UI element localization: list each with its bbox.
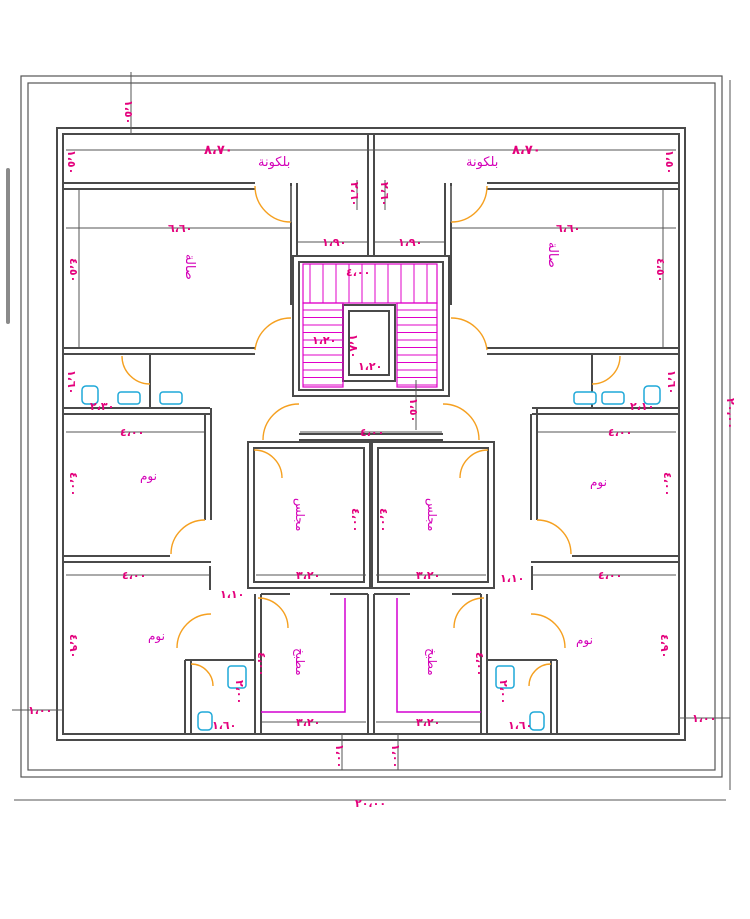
dim-majlis-width-right: ٣،٢٠ bbox=[416, 569, 440, 582]
label-bedroom-bottom-right: نوم bbox=[576, 633, 593, 648]
label-hall-right: صالة bbox=[545, 242, 560, 268]
dim-overall-width: ٢٠،٠٠ bbox=[355, 797, 386, 810]
dim-balcony-width-left: ٨،٧٠ bbox=[204, 143, 233, 158]
dim-wc-width-left: ٢،٠٠ bbox=[233, 680, 246, 704]
dim-stair-a: ١،٢٠ bbox=[312, 334, 336, 347]
stair-well-inner bbox=[348, 310, 390, 376]
label-balcony-left: بلكونة bbox=[258, 155, 290, 170]
dim-bath-width-right: ٢،١٠ bbox=[630, 400, 654, 413]
dim-bath-width-left: ٢،٣٠ bbox=[90, 400, 114, 413]
label-kitchen-right: مطبخ bbox=[425, 648, 439, 676]
label-majlis-left: مجلس bbox=[292, 498, 307, 531]
dim-gap-right: ١،١٠ bbox=[500, 572, 524, 585]
label-bedroom-bottom-left: نوم bbox=[148, 629, 165, 644]
majlis-left-walls bbox=[247, 441, 371, 589]
dim-balcony-depth-right: ١،٥٠ bbox=[663, 150, 676, 174]
dim-bath-depth-left: ١،٦٠ bbox=[65, 370, 78, 394]
kitchen-counter-right bbox=[396, 598, 481, 713]
dim-corridor-right: ١،٩٠ bbox=[398, 236, 422, 249]
bath-fixtures bbox=[81, 385, 661, 731]
label-bedroom-top-right: نوم bbox=[590, 475, 607, 490]
stair-block-inner bbox=[298, 261, 444, 391]
dim-balcony-inner-left: ٢،٦٠ bbox=[348, 182, 361, 206]
dim-majlis-depth-left: ٤،٠٠ bbox=[349, 508, 362, 532]
majlis-right-walls-inner bbox=[377, 447, 489, 583]
label-kitchen-left: مطبخ bbox=[293, 648, 307, 676]
dim-bed2-width-left: ٤،٠٠ bbox=[122, 569, 146, 582]
dim-hall-width-left: ٦،٦٠ bbox=[168, 222, 192, 235]
dim-kitchen-depth-left: ٤،٠٠ bbox=[255, 652, 268, 676]
dim-hall-depth-right: ٤،٥٠ bbox=[654, 258, 667, 282]
dim-kitchen-width-left: ٣،٢٠ bbox=[296, 716, 320, 729]
dim-setback-bottom-left: ١،٠٠ bbox=[333, 744, 346, 768]
majlis-right-walls bbox=[371, 441, 495, 589]
dim-hall-width-right: ٦،٦٠ bbox=[556, 222, 580, 235]
dim-majlis-width-left: ٣،٢٠ bbox=[296, 569, 320, 582]
dim-balcony-inner-right: ٢،٦٠ bbox=[378, 182, 391, 206]
dim-bed2-width-right: ٤،٠٠ bbox=[598, 569, 622, 582]
dim-bed-depth-left: ٤،٠٠ bbox=[67, 472, 80, 496]
dim-bed-width-right: ٤،٠٠ bbox=[608, 426, 632, 439]
dim-kitchen-depth-right: ٤،٠٠ bbox=[473, 652, 486, 676]
building-outline bbox=[56, 127, 686, 741]
dim-gap-left: ١،١٠ bbox=[220, 588, 244, 601]
dim-corridor-left: ١،٩٠ bbox=[322, 236, 346, 249]
label-balcony-right: بلكونة bbox=[466, 155, 498, 170]
dim-stair-c: ١،٢٠ bbox=[358, 360, 382, 373]
label-majlis-right: مجلس bbox=[424, 498, 439, 531]
label-hall-left: صالة bbox=[182, 254, 197, 280]
stair-outline-top bbox=[302, 263, 438, 304]
dim-wc-depth-left: ١،٦٠ bbox=[212, 719, 236, 732]
building-outline-inner bbox=[62, 133, 680, 735]
dim-bed-depth-right: ٤،٠٠ bbox=[661, 472, 674, 496]
dim-setback-bottom-right: ١،٠٠ bbox=[389, 744, 402, 768]
dimension-lines bbox=[12, 72, 731, 801]
dim-bed2-depth-left: ٤،٩٠ bbox=[67, 634, 80, 658]
dim-overall-depth: ٢٠،٠٠ bbox=[724, 398, 737, 429]
dim-bed-width-left: ٤،٠٠ bbox=[120, 426, 144, 439]
label-bedroom-top-left: نوم bbox=[140, 469, 157, 484]
dim-setback-left: ١،٠٠ bbox=[28, 704, 52, 717]
dim-bed2-depth-right: ٤،٩٠ bbox=[658, 634, 671, 658]
plot-boundary-inner bbox=[27, 82, 716, 771]
scrollbar[interactable] bbox=[6, 168, 10, 324]
dim-setback-right: ١،٠٠ bbox=[692, 712, 716, 725]
dim-kitchen-width-right: ٣،٢٠ bbox=[416, 716, 440, 729]
plot-boundary-outer bbox=[20, 75, 723, 778]
kitchen-counter-left bbox=[261, 598, 346, 713]
doors bbox=[121, 185, 621, 687]
stair-outline-right bbox=[396, 302, 438, 388]
dim-hall-depth-left: ٤،٥٠ bbox=[67, 258, 80, 282]
dim-lobby: ٤،٠٠ bbox=[360, 426, 384, 439]
stair-steps bbox=[303, 264, 437, 386]
dim-balcony-width-right: ٨،٧٠ bbox=[512, 143, 541, 158]
dim-setback-top: ١،٥٠ bbox=[122, 100, 135, 124]
dim-stair-d: ١،٥٠ bbox=[407, 398, 420, 422]
dim-bath-depth-right: ١،٦٠ bbox=[665, 370, 678, 394]
dim-balcony-depth-left: ١،٥٠ bbox=[65, 150, 78, 174]
dim-wc-depth-right: ١،٦٠ bbox=[508, 719, 532, 732]
stair-block bbox=[292, 255, 450, 397]
dim-wc-width-right: ٢،٠٠ bbox=[497, 680, 510, 704]
dim-stair-width: ٤،٠٠ bbox=[346, 266, 370, 279]
dim-majlis-depth-right: ٤،٠٠ bbox=[377, 508, 390, 532]
dim-stair-b: ١،٨٠ bbox=[347, 334, 360, 358]
majlis-left-walls-inner bbox=[253, 447, 365, 583]
